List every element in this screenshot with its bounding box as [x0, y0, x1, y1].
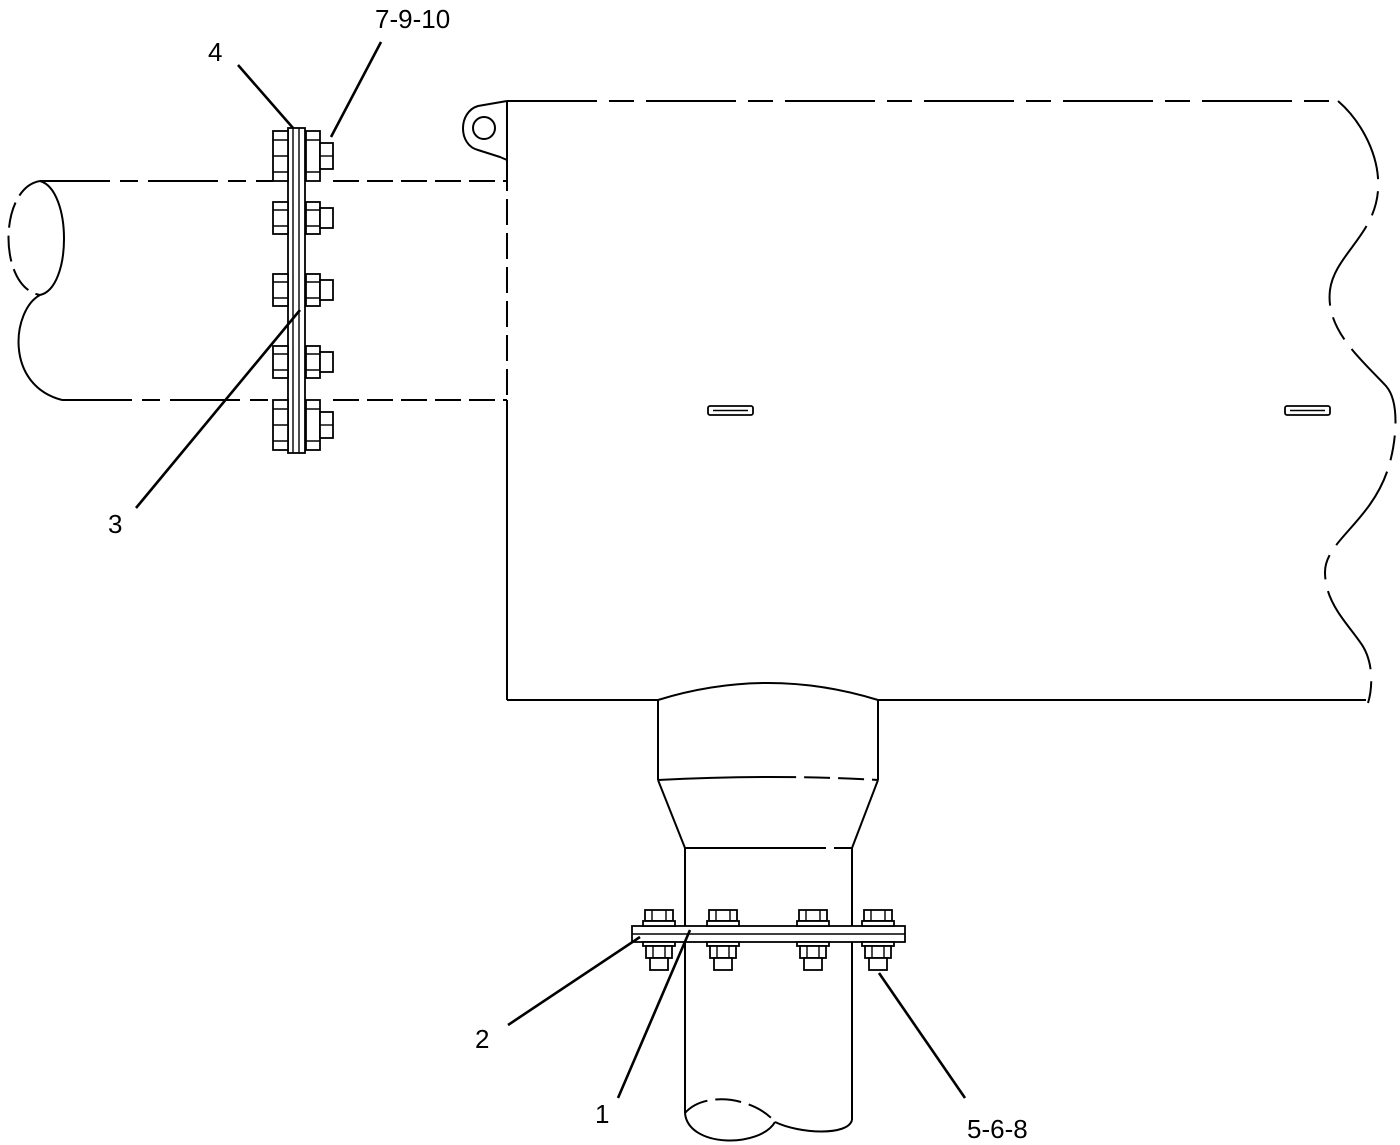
bolt-head	[708, 909, 738, 922]
bolt-head	[863, 909, 893, 922]
callout-leader-line	[616, 929, 692, 1099]
inlet-pipe-end-front	[39, 180, 65, 296]
bolt-assembly	[272, 273, 334, 307]
bolt-end	[319, 351, 334, 373]
inlet-pipe-end-back	[7, 180, 41, 296]
bolt-assembly	[272, 345, 334, 379]
hex-nut-edge	[306, 281, 320, 299]
outlet-dome-top	[657, 682, 879, 701]
bolt-assembly	[272, 201, 334, 235]
outlet-collar-seam	[657, 776, 771, 781]
bolt-end	[319, 279, 334, 301]
callout-leader-line	[329, 41, 383, 138]
bolt-head-edge	[273, 408, 288, 442]
bolt-head-edge	[870, 910, 886, 921]
callouts: 7-9-10 4 3 2 1 5-6-8	[108, 4, 1028, 1144]
callout-leader-line	[237, 64, 294, 129]
outlet-pipe-end-back	[684, 1098, 776, 1123]
mounting-slot-left	[707, 405, 754, 416]
hex-nut-edge	[806, 946, 820, 958]
lifting-lug	[462, 100, 508, 161]
bolt-head	[272, 345, 289, 379]
hex-nut	[305, 130, 321, 182]
outlet-transition	[657, 682, 879, 849]
callout-label: 3	[108, 509, 122, 539]
callout-label: 4	[208, 37, 222, 67]
bolt-head-edge	[805, 910, 821, 921]
flange-plates	[287, 127, 306, 454]
outlet-pipe	[684, 848, 853, 1142]
outlet-cone-left	[657, 779, 686, 849]
bolt-assembly	[796, 909, 830, 971]
housing-body	[462, 100, 1397, 704]
callout-label: 2	[475, 1024, 489, 1054]
outlet-flange-joint	[631, 909, 906, 971]
hex-nut	[305, 201, 321, 235]
inlet-pipe	[7, 180, 507, 401]
washer	[796, 920, 830, 927]
bolt-end	[713, 957, 733, 971]
washer	[706, 920, 740, 927]
bolt-head	[272, 273, 289, 307]
hex-nut-edge	[306, 209, 320, 227]
bolt-head-edge	[273, 209, 288, 227]
bolt-assembly	[861, 909, 895, 971]
bolt-head	[798, 909, 828, 922]
inlet-flange-joint	[272, 127, 334, 454]
hex-nut	[305, 273, 321, 307]
outlet-collar-seam-hidden	[769, 776, 879, 781]
bolt-end	[868, 957, 888, 971]
hex-nut	[864, 945, 892, 959]
hex-nut-edge	[716, 946, 730, 958]
bolt-head-edge	[273, 353, 288, 371]
bolt-assembly	[272, 130, 334, 182]
outlet-pipe-break-line	[774, 1119, 853, 1133]
callout-label: 1	[595, 1099, 609, 1129]
outlet-pipe-end-front	[684, 1112, 776, 1142]
washer	[861, 920, 895, 927]
hex-nut	[305, 345, 321, 379]
mounting-slot-right	[1284, 405, 1331, 416]
lifting-lug-outline	[462, 100, 508, 161]
inlet-pipe-break-line	[17, 294, 63, 401]
bolt-end	[319, 207, 334, 229]
hex-nut	[645, 945, 673, 959]
housing-break-line	[1324, 100, 1397, 704]
bolt-assembly	[642, 909, 676, 971]
callout-label: 5-6-8	[967, 1114, 1028, 1144]
hex-nut-edge	[306, 408, 320, 442]
hex-nut	[709, 945, 737, 959]
bolt-assembly	[706, 909, 740, 971]
bolt-head-edge	[273, 139, 288, 173]
hex-nut	[799, 945, 827, 959]
hex-nut-edge	[306, 139, 320, 173]
callout-label: 7-9-10	[375, 4, 450, 34]
washer	[642, 920, 676, 927]
bolt-head	[272, 201, 289, 235]
bolt-head-edge	[651, 910, 667, 921]
hex-nut-edge	[652, 946, 666, 958]
outlet-cone-right	[851, 779, 879, 849]
bolt-head-edge	[273, 281, 288, 299]
callout-leader-line	[877, 972, 967, 1099]
bolt-end	[649, 957, 669, 971]
hex-nut	[305, 399, 321, 451]
bolt-assembly	[272, 399, 334, 451]
bolt-head-edge	[715, 910, 731, 921]
lifting-lug-hole	[472, 116, 496, 140]
callout-leader-line	[134, 309, 302, 509]
bolt-head	[644, 909, 674, 922]
hex-nut-edge	[306, 353, 320, 371]
hex-nut-edge	[871, 946, 885, 958]
callout-leader-line	[507, 935, 641, 1027]
bolt-end	[803, 957, 823, 971]
